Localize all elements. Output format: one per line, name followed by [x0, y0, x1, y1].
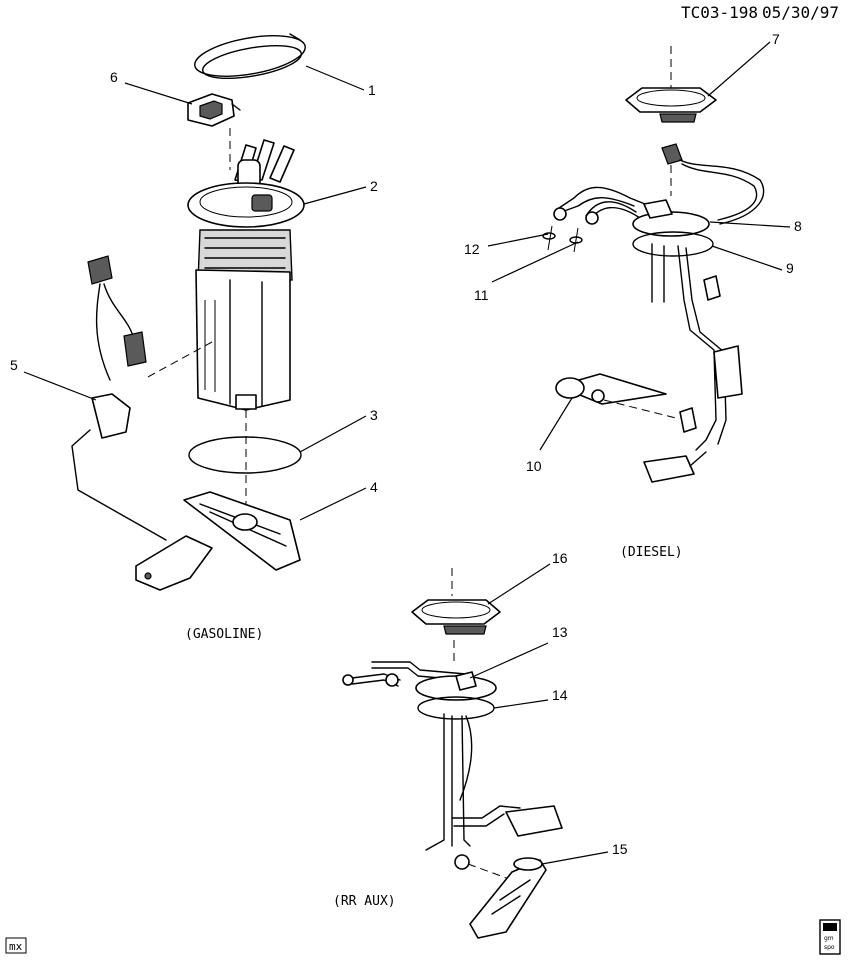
svg-text:gm: gm	[824, 935, 834, 942]
diesel-assembly: (DIESEL)	[542, 46, 765, 560]
part-6-connector	[187, 93, 241, 127]
part-13-sender	[342, 661, 497, 701]
callout-16: 16	[552, 550, 568, 566]
gasoline-assembly: (GASOLINE)	[71, 33, 306, 642]
callout-7: 7	[772, 31, 780, 47]
part-15-strainer	[469, 857, 547, 939]
callout-6: 6	[110, 69, 118, 85]
gm-spo-logo-icon: gm spo	[819, 919, 841, 955]
callout-5: 5	[10, 357, 18, 373]
callout-numbers: 1 2 3 4 5 6 7 8 9 10 11 12 13 14 15 16	[10, 31, 802, 857]
callout-4: 4	[370, 479, 378, 495]
part-16-lock-ring	[411, 599, 501, 635]
part-10-strainer	[555, 373, 667, 405]
part-2-pump-module	[187, 139, 305, 411]
callout-14: 14	[552, 687, 568, 703]
callout-12: 12	[464, 241, 480, 257]
callout-13: 13	[552, 624, 568, 640]
part-4-strainer	[183, 491, 301, 571]
callout-10: 10	[526, 458, 542, 474]
doc-date: 05/30/97	[762, 3, 839, 22]
part-5-level-sensor	[71, 255, 213, 591]
callout-1: 1	[368, 82, 376, 98]
callout-9: 9	[786, 260, 794, 276]
callout-3: 3	[370, 407, 378, 423]
doc-id: TC03-198	[681, 3, 758, 22]
part-9-seal	[632, 231, 714, 257]
part-12-o-ring	[542, 232, 556, 240]
svg-text:spo: spo	[824, 944, 835, 951]
callout-15: 15	[612, 841, 628, 857]
callout-2: 2	[370, 178, 378, 194]
corner-mark-text: mx	[9, 940, 23, 953]
label-gasoline: (GASOLINE)	[185, 627, 263, 642]
label-diesel: (DIESEL)	[620, 545, 683, 560]
label-rr-aux: (RR AUX)	[333, 894, 396, 909]
part-3-o-ring	[188, 436, 302, 474]
callout-leaders	[23, 41, 791, 865]
corner-mark-mx: mx	[5, 937, 27, 954]
part-8-sender	[553, 186, 710, 237]
header: TC03-198 05/30/97	[681, 3, 839, 22]
part-1-lock-ring	[194, 33, 306, 79]
part-7-lock-ring	[625, 87, 717, 123]
callout-11: 11	[474, 287, 489, 303]
rr-aux-assembly: (RR AUX)	[333, 568, 563, 939]
callout-8: 8	[794, 218, 802, 234]
